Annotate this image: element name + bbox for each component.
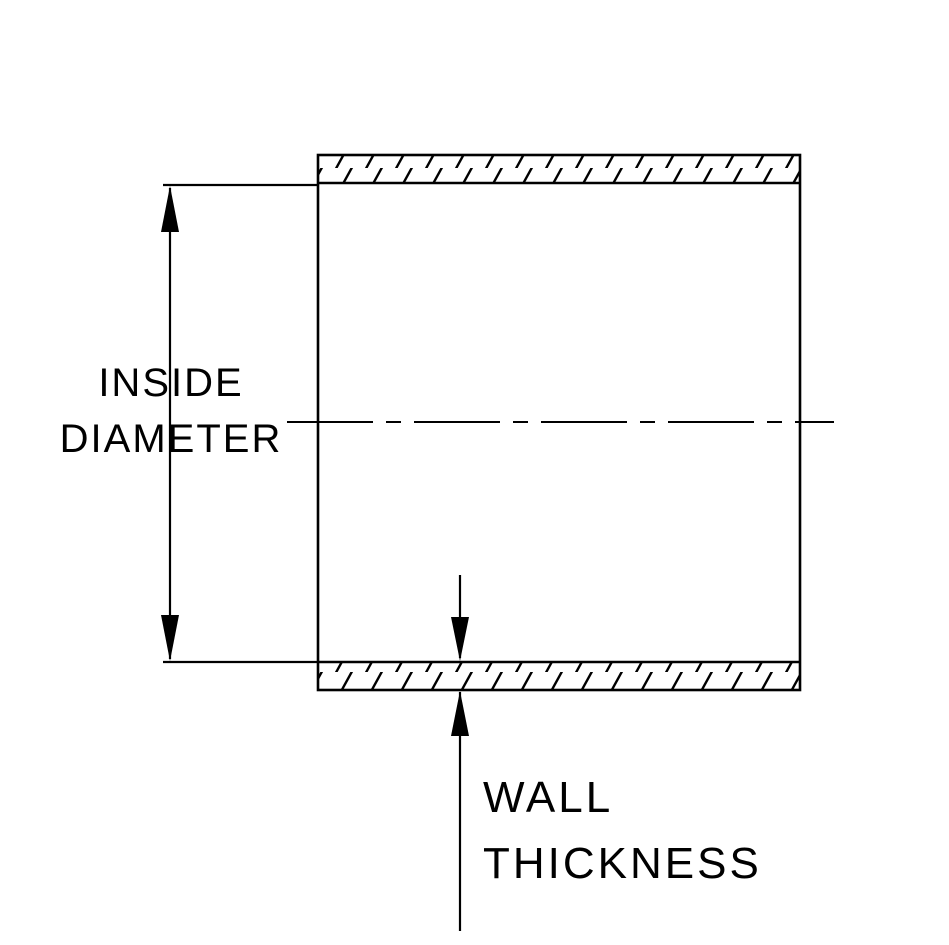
wall-thickness-label-line2: THICKNESS xyxy=(483,839,762,888)
wall-thickness-label-line1: WALL xyxy=(483,773,613,822)
tube-body xyxy=(287,153,834,692)
bottom-wall-hatch xyxy=(319,663,799,689)
wall-thickness-dimension: WALL THICKNESS xyxy=(451,575,762,931)
inside-diameter-label-line1: INSIDE xyxy=(98,361,243,405)
inside-diameter-dimension: INSIDE DIAMETER xyxy=(60,183,318,664)
arrowhead-down-icon xyxy=(161,615,179,661)
top-wall-hatch xyxy=(319,156,799,183)
inside-diameter-label-line2: DIAMETER xyxy=(60,417,283,461)
arrowhead-down-icon xyxy=(451,617,469,661)
arrowhead-up-icon xyxy=(161,186,179,232)
